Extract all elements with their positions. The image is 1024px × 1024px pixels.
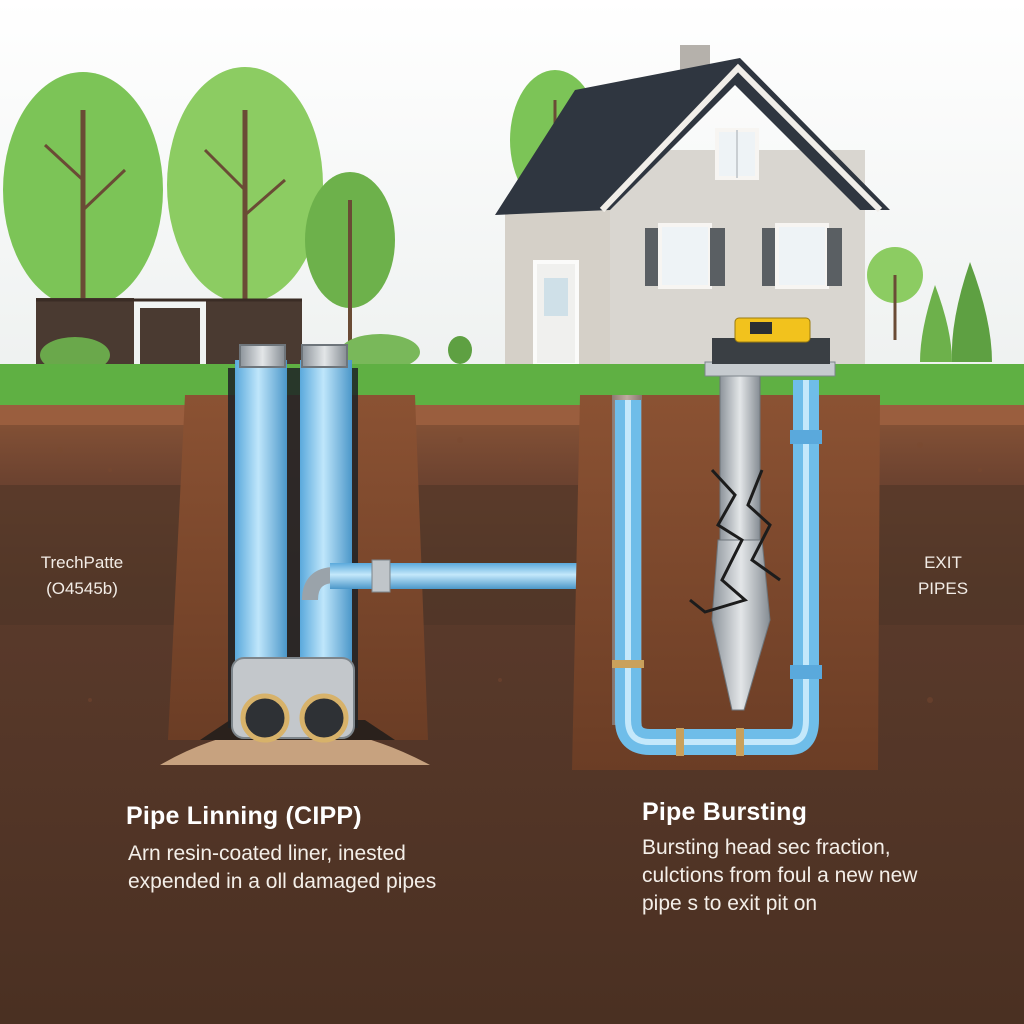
side-label-left-line1: TrechPatte (40, 553, 124, 572)
side-label-right-line1: EXIT (924, 553, 962, 572)
bursting-machine (704, 317, 836, 377)
house (495, 45, 890, 367)
lining-desc-line1: Arn resin-coated liner, inested (128, 842, 406, 865)
side-label-right: EXIT PIPES (893, 550, 993, 602)
machine-cab (734, 317, 811, 343)
lining-title: Pipe Linning (CIPP) (126, 802, 362, 830)
side-label-left: TrechPatte (O4545b) (22, 550, 142, 602)
side-label-left-line2: (O4545b) (46, 579, 118, 598)
lining-desc-line2: expended in a oll damaged pipes (128, 870, 437, 893)
side-label-right-line2: PIPES (917, 579, 969, 598)
lining-pipe-assembly (231, 344, 355, 743)
pipe-opening-right (299, 693, 349, 743)
tree-group-right (867, 247, 992, 362)
soil-texture (57, 437, 982, 703)
bursting-desc-line1: Bursting head sec fraction, (642, 836, 891, 859)
bursting-desc-line2: culctions from foul a new new (642, 864, 918, 887)
bursting-title: Pipe Bursting (642, 798, 808, 826)
lining-description: Arn resin-coated liner, inested expended… (128, 840, 436, 896)
bursting-desc-line3: pipe s to exit pit on (642, 892, 818, 915)
pipe-opening-left (240, 693, 290, 743)
bursting-description: Bursting head sec fraction, culctions fr… (642, 834, 917, 918)
